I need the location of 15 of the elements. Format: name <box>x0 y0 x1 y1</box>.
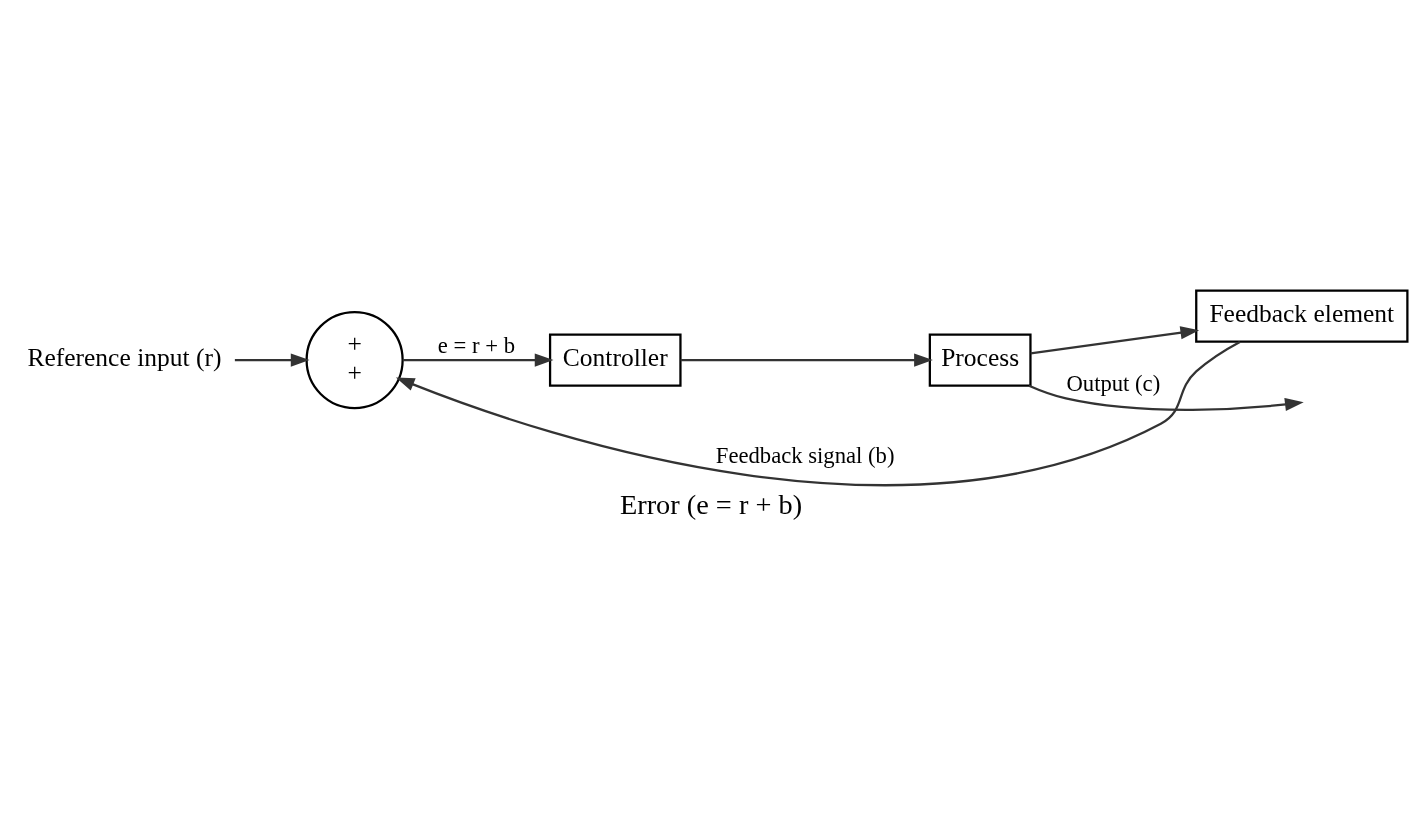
edge-label: Feedback signal (b) <box>715 443 895 469</box>
edge-label: Output (c) <box>1066 370 1161 396</box>
edge-label: e = r + b <box>437 332 515 358</box>
node-circle: + + <box>305 310 404 410</box>
node-box: Feedback element <box>1195 289 1409 343</box>
node-box: Controller <box>548 333 682 387</box>
arrow <box>1028 384 1304 411</box>
arrow <box>680 353 933 367</box>
arrow <box>1030 326 1200 355</box>
node-box: Process <box>928 333 1032 387</box>
arrow <box>402 353 554 367</box>
caption: Error (e = r + b) <box>619 489 803 521</box>
node-text: Reference input (r) <box>27 343 222 373</box>
arrow <box>395 340 1241 487</box>
arrow <box>234 353 310 367</box>
